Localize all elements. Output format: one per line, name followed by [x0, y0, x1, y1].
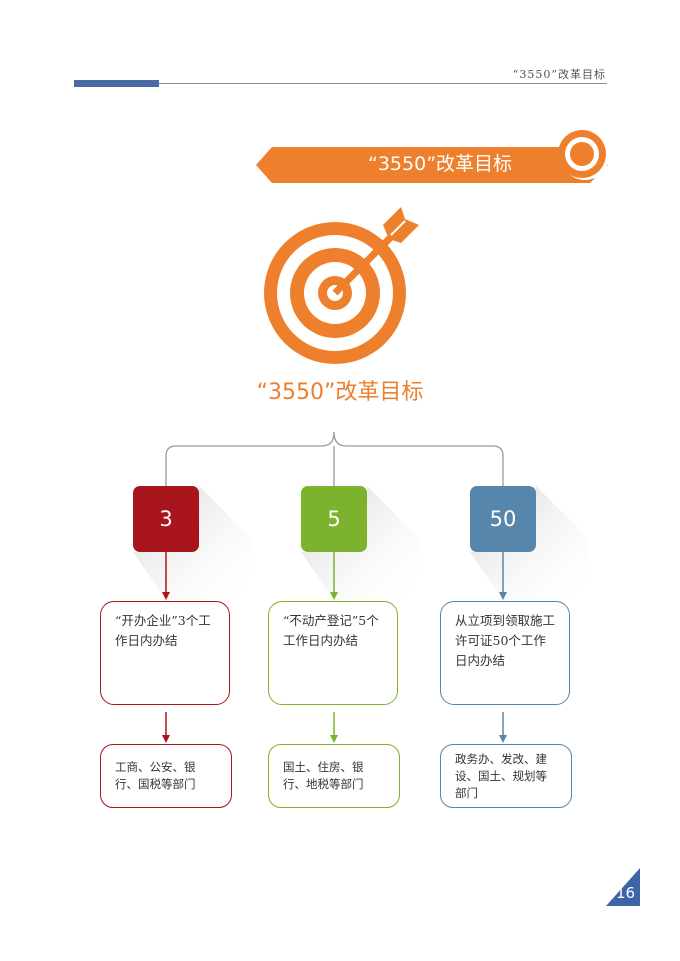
header-accent-bar — [74, 80, 159, 87]
main-title: “3550”改革目标 — [256, 380, 424, 405]
dept-box-construction: 政务办、发改、建设、国土、规划等部门 — [440, 744, 572, 808]
goal-box-construction: 从立项到领取施工许可证50个工作日内办结 — [440, 601, 570, 705]
number-box-50: 50 — [470, 486, 536, 552]
banner-title: “3550”改革目标 — [368, 153, 513, 175]
number-box-3: 3 — [133, 486, 199, 552]
running-header-title: “3550”改革目标 — [512, 68, 606, 81]
page-number: 16 — [616, 884, 636, 902]
goal-box-property: “不动产登记”5个工作日内办结 — [268, 601, 398, 705]
number-box-5: 5 — [301, 486, 367, 552]
target-arrow-icon — [264, 207, 419, 364]
header-rule — [159, 83, 607, 84]
goal-box-business: “开办企业”3个工作日内办结 — [100, 601, 230, 705]
dept-box-property: 国土、住房、银行、地税等部门 — [268, 744, 400, 808]
dept-box-business: 工商、公安、银行、国税等部门 — [100, 744, 232, 808]
page-number-tab — [606, 868, 640, 906]
dept-text: 工商、公安、银行、国税等部门 — [115, 760, 196, 791]
dept-text: 国土、住房、银行、地税等部门 — [283, 760, 364, 791]
circle-ring-icon — [558, 130, 606, 178]
dept-text: 政务办、发改、建设、国土、规划等部门 — [455, 751, 547, 800]
